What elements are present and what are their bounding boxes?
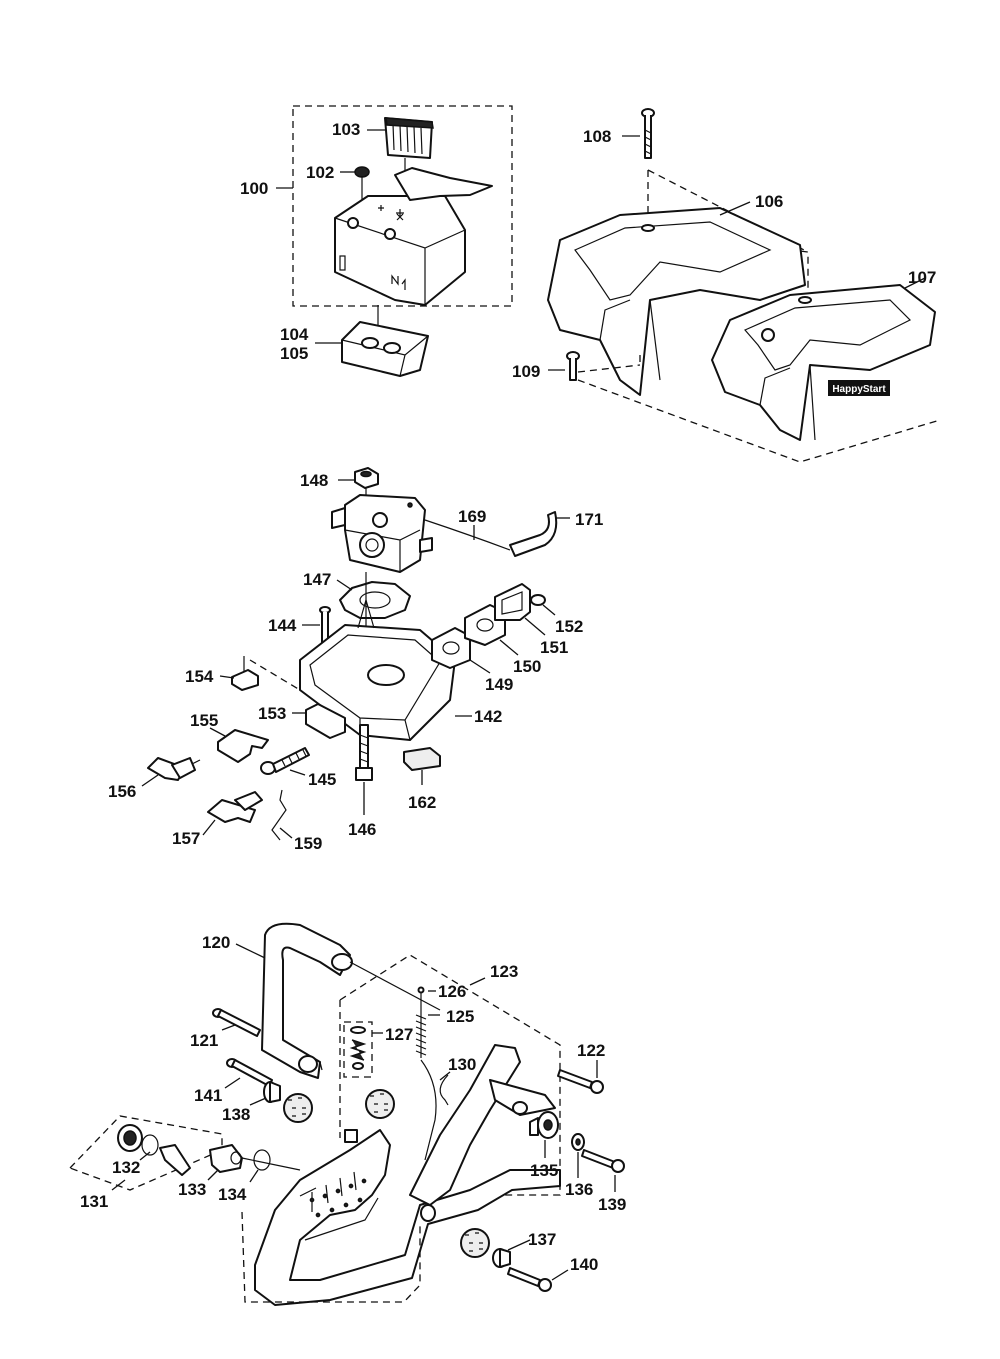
label-162: 162 (408, 793, 436, 812)
happystart-badge-bg (828, 380, 890, 396)
label-155: 155 (190, 711, 218, 730)
part-labels: 100 102 103 104 105 106 107 108 109 148 … (80, 120, 936, 1274)
label-136: 136 (565, 1180, 593, 1199)
part-162-pad (403, 747, 441, 771)
label-169: 169 (458, 507, 486, 526)
part-121-screw (212, 1008, 261, 1037)
part-109-screw (566, 351, 580, 381)
label-139: 139 (598, 1195, 626, 1214)
label-107: 107 (908, 268, 936, 287)
part-134-ring (253, 1149, 271, 1171)
label-154: 154 (185, 667, 214, 686)
part-carburetor (331, 494, 433, 573)
part-130-wire (439, 1074, 449, 1106)
label-133: 133 (178, 1180, 206, 1199)
label-151: 151 (540, 638, 568, 657)
part-138-washer (263, 1081, 281, 1103)
label-120: 120 (202, 933, 230, 952)
label-122: 122 (577, 1041, 605, 1060)
part-127-spring (343, 1021, 373, 1078)
part-146-screw (355, 724, 373, 781)
label-140: 140 (570, 1255, 598, 1274)
part-100-cylinder-cover (334, 167, 493, 306)
part-132-filter (117, 1124, 191, 1176)
part-107-cover (711, 284, 936, 441)
part-120-front-handle (261, 922, 353, 1079)
label-132: 132 (112, 1158, 140, 1177)
kit-100-boundary (292, 105, 513, 307)
part-140-screw (507, 1267, 552, 1292)
label-142: 142 (474, 707, 502, 726)
label-121: 121 (190, 1031, 218, 1050)
part-137-washer (492, 1248, 511, 1268)
part-139-screw (581, 1149, 625, 1173)
part-122-screw (557, 1069, 604, 1094)
label-145: 145 (308, 770, 336, 789)
label-127: 127 (385, 1025, 413, 1044)
label-104: 104 (280, 325, 309, 344)
top-covers-group: HappyStart (547, 108, 941, 463)
av-buffer-bottom (460, 1228, 490, 1258)
part-142-housing (299, 597, 456, 741)
part-133-fitting (209, 1144, 243, 1173)
label-156: 156 (108, 782, 136, 801)
part-151-flange (494, 583, 531, 621)
label-150: 150 (513, 657, 541, 676)
part-103-insert (384, 117, 434, 159)
rear-handle-body (254, 1044, 561, 1306)
label-108: 108 (583, 127, 611, 146)
label-153: 153 (258, 704, 286, 723)
av-buffer-middle (365, 1089, 395, 1119)
label-135: 135 (530, 1161, 558, 1180)
label-171: 171 (575, 510, 603, 529)
handle-group (68, 922, 625, 1306)
label-159: 159 (294, 834, 322, 853)
label-138: 138 (222, 1105, 250, 1124)
part-159-rod (271, 789, 287, 841)
part-136-washer (571, 1133, 585, 1151)
label-125: 125 (446, 1007, 474, 1026)
label-141: 141 (194, 1086, 222, 1105)
label-149: 149 (485, 675, 513, 694)
label-109: 109 (512, 362, 540, 381)
label-144: 144 (268, 616, 297, 635)
part-106-cover (547, 207, 806, 396)
part-152-ring (530, 594, 546, 606)
label-137: 137 (528, 1230, 556, 1249)
label-100: 100 (240, 179, 268, 198)
label-131: 131 (80, 1192, 108, 1211)
label-105: 105 (280, 344, 308, 363)
label-123: 123 (490, 962, 518, 981)
part-155-plate (217, 729, 269, 763)
label-102: 102 (306, 163, 334, 182)
label-134: 134 (218, 1185, 247, 1204)
label-126: 126 (438, 982, 466, 1001)
part-147-gasket (339, 581, 411, 619)
part-135-buffer (529, 1111, 559, 1139)
label-157: 157 (172, 829, 200, 848)
happystart-badge: HappyStart (832, 384, 886, 395)
part-156-lever (147, 757, 201, 781)
label-103: 103 (332, 120, 360, 139)
label-148: 148 (300, 471, 328, 490)
label-130: 130 (448, 1055, 476, 1074)
part-145-screw (260, 747, 310, 775)
part-157-throttle (207, 791, 263, 823)
part-125-126-cable (415, 986, 437, 1161)
part-104-105-pad (341, 321, 429, 377)
av-buffer-left (283, 1093, 313, 1123)
carburetor-group (141, 467, 570, 841)
label-146: 146 (348, 820, 376, 839)
part-154-clip (231, 656, 301, 691)
label-147: 147 (303, 570, 331, 589)
label-152: 152 (555, 617, 583, 636)
part-148-nut (354, 467, 379, 489)
part-108-screw (641, 108, 655, 159)
part-153-bracket (305, 703, 346, 739)
cylinder-cover-group (276, 105, 513, 377)
label-106: 106 (755, 192, 783, 211)
